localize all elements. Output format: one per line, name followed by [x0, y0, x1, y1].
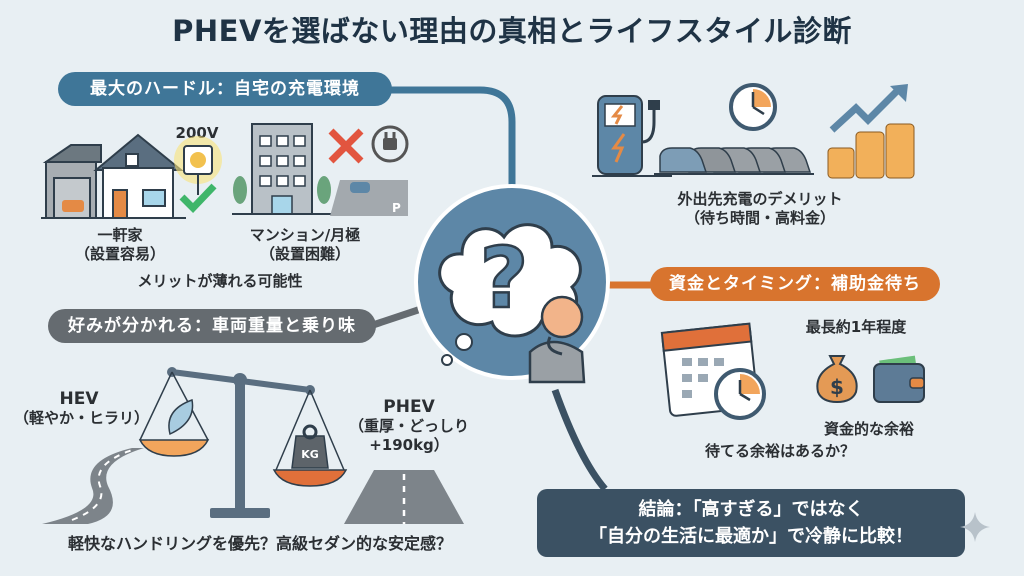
public-charging-caption: 外出先充電のデメリット （待ち時間・高料金） — [650, 190, 870, 228]
home-charging-heading: 最大のハードル：自宅の充電環境 — [58, 72, 392, 106]
weight-kg-label: KG — [301, 448, 319, 461]
conclusion-line1: 結論：「高すぎる」ではなく — [638, 499, 864, 520]
rising-cost-coins-icon — [827, 84, 915, 179]
thinking-person-icon — [528, 295, 586, 384]
question-mark-icon: ? — [480, 229, 529, 327]
page-title: PHEVを選ばない理由の真相とライフスタイル診断 — [172, 14, 852, 48]
straight-road-icon — [344, 470, 464, 524]
dollar-sign-icon: $ — [830, 375, 844, 399]
hev-label: HEV （軽やか・ヒラリ） — [14, 389, 150, 428]
conclusion-line2: 「自分の生活に最適か」で冷静に比較！ — [589, 526, 913, 547]
money-bag-icon: $ — [816, 355, 858, 404]
phev-label: PHEV （重厚・どっしり +190kg） — [344, 398, 474, 455]
house-icon — [41, 133, 186, 219]
subsidy-duration: 最長約1年程度 — [805, 318, 907, 336]
apartment-note: （設置困難） — [259, 245, 350, 263]
feather-icon — [168, 398, 194, 436]
apartment-building-icon — [232, 123, 342, 215]
house-name: 一軒家 — [97, 226, 143, 244]
home-charging-summary: メリットが薄れる可能性 — [137, 272, 303, 290]
public-charging-line1: 外出先充電のデメリット — [677, 190, 843, 208]
weight-heading: 好みが分かれる：車両重量と乗り味 — [48, 309, 376, 343]
balance-scale-icon: KG — [138, 367, 348, 518]
parking-p-icon: P — [392, 201, 401, 215]
public-charging-line2: （待ち時間・高料金） — [684, 209, 835, 227]
calendar-clock-icon — [660, 322, 766, 420]
clock-icon — [729, 83, 777, 131]
car-queue-icon — [654, 147, 814, 175]
outlet-200v-icon — [174, 136, 222, 195]
sparkle-icon — [960, 512, 990, 542]
parking-lot-icon: P — [330, 180, 408, 216]
subsidy-question: 待てる余裕はあるか？ — [704, 442, 855, 460]
central-thought-icon: ? — [414, 184, 610, 384]
house-label: 一軒家 （設置容易） — [60, 226, 180, 264]
conclusion-box: 結論：「高すぎる」ではなく 「自分の生活に最適か」で冷静に比較！ — [537, 489, 965, 557]
wallet-icon — [873, 355, 925, 403]
check-icon — [179, 183, 217, 214]
hev-name: HEV — [59, 389, 99, 409]
subsidy-funds: 資金的な余裕 — [823, 420, 914, 438]
winding-road-icon — [42, 448, 144, 524]
phev-note-1: （重厚・どっしり — [348, 417, 469, 435]
hev-note: （軽やか・ヒラリ） — [14, 409, 150, 427]
charging-station-icon — [592, 95, 672, 177]
phev-name: PHEV — [383, 397, 435, 417]
weight-kg-icon — [291, 435, 329, 469]
phev-note-2: +190kg） — [369, 436, 449, 454]
house-note: （設置容易） — [74, 245, 165, 263]
weight-question: 軽快なハンドリングを優先？高級セダン的な安定感？ — [67, 534, 452, 553]
voltage-label: 200V — [175, 124, 219, 142]
plug-icon — [371, 125, 409, 163]
cross-icon — [328, 128, 364, 164]
apartment-name: マンション/月極 — [249, 226, 361, 244]
apartment-label: マンション/月極 （設置困難） — [230, 226, 380, 264]
subsidy-heading: 資金とタイミング：補助金待ち — [650, 267, 940, 301]
